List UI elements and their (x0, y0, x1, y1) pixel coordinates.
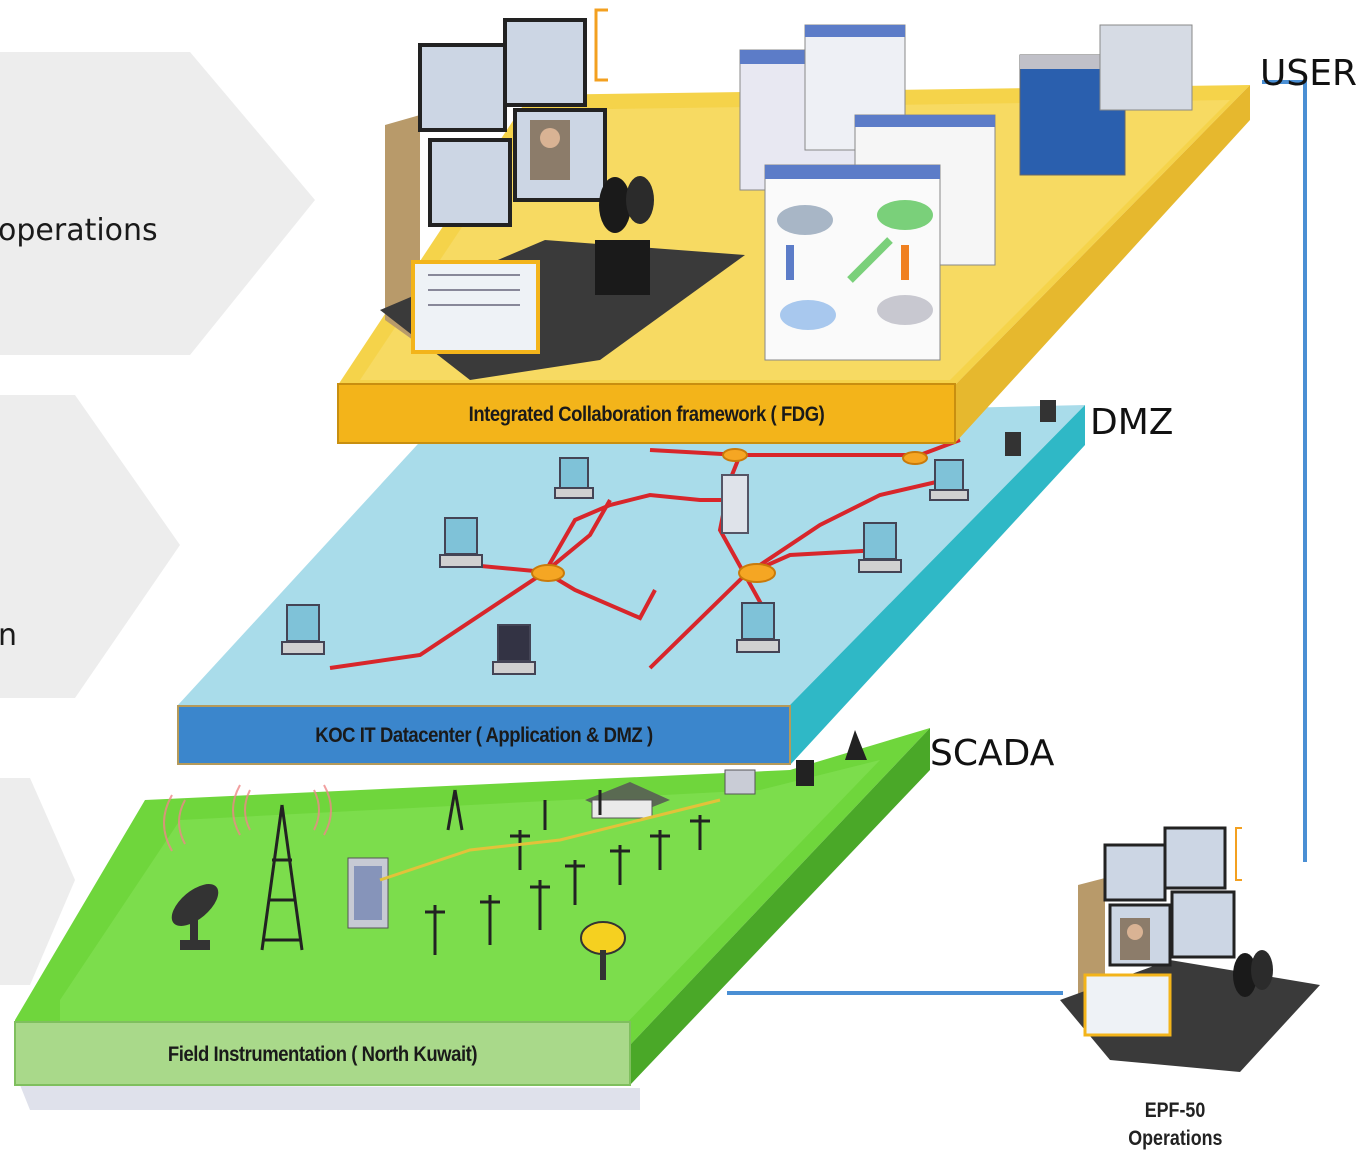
epf50-caption-line2: Operations (1128, 1127, 1223, 1150)
tower-icon (260, 804, 304, 951)
scada-layer-label: SCADA (930, 733, 1055, 774)
control-room-icon (380, 18, 745, 380)
yellow-dish-icon (580, 921, 626, 980)
utility-poles (425, 789, 710, 955)
dmz-layer-label: DMZ (1090, 402, 1174, 443)
orange-bracket-small (1235, 827, 1242, 881)
connector-lines (727, 80, 1307, 995)
scada-plate (15, 728, 930, 1110)
datacenter-band-label: KOC IT Datacenter ( Application & DMZ ) (315, 724, 653, 747)
app-windows (739, 24, 1193, 361)
user-layer-label: USER (1260, 53, 1357, 94)
signal-waves-icon (163, 784, 332, 852)
chevron-1 (0, 52, 315, 355)
server-icon (721, 474, 749, 534)
fdg-band (337, 383, 956, 444)
printer-icon (1005, 400, 1056, 456)
field-band-label: Field Instrumentation ( North Kuwait) (167, 1043, 478, 1066)
satellite-dish-icon (171, 884, 219, 950)
network-hub (531, 448, 928, 583)
field-band (14, 1021, 631, 1086)
chevron-2-text: n (0, 618, 18, 653)
house-icon (585, 782, 670, 819)
computer-icon (281, 457, 969, 675)
epf50-caption-line1: EPF-50 (1144, 1099, 1206, 1122)
epf50-control-room-icon (1060, 826, 1320, 1072)
orange-bracket (594, 8, 608, 82)
datacenter-band (177, 705, 791, 765)
building-icon (347, 857, 389, 929)
fdg-band-label: Integrated Collaboration framework ( FDG… (468, 403, 825, 426)
epf50-caption: EPF-50 Operations (1128, 1097, 1222, 1153)
equipment-box (724, 769, 756, 795)
power-line (379, 798, 721, 882)
antenna-icon (796, 730, 867, 786)
chevron-3 (0, 778, 75, 985)
chevron-2 (0, 395, 180, 698)
chevron-1-text: operations (0, 213, 158, 248)
